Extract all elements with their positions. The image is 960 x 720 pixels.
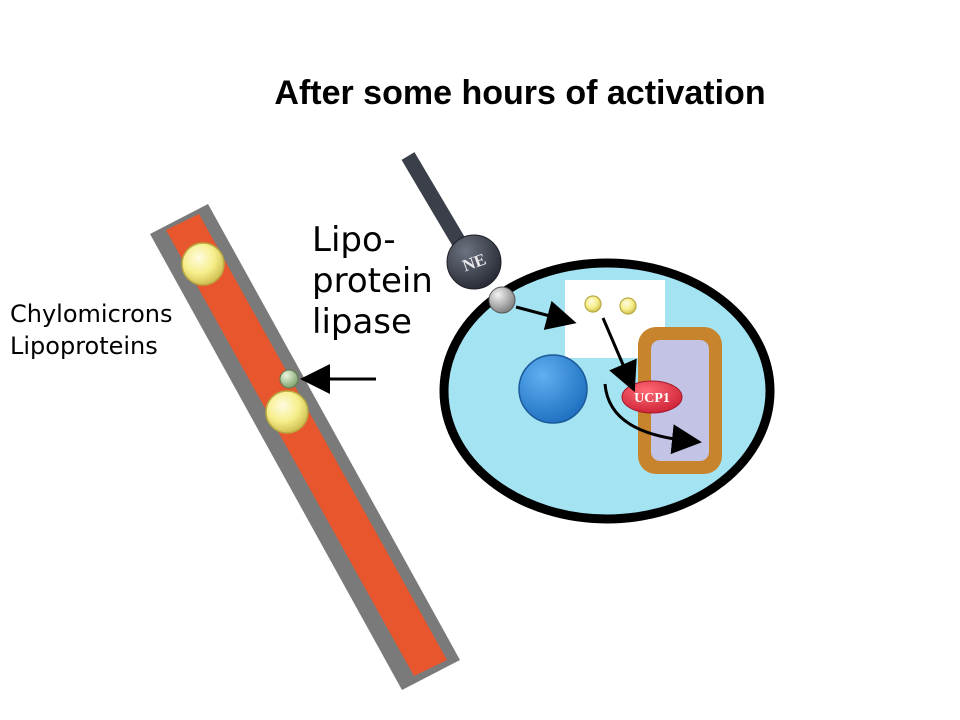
ne-stalk bbox=[401, 152, 473, 258]
ne-head bbox=[446, 234, 502, 290]
lpl-line-1: Lipo- bbox=[312, 220, 396, 260]
ne-receptor: NE bbox=[401, 152, 516, 314]
slide-title: After some hours of activation bbox=[274, 74, 766, 112]
chylomicron-particle bbox=[181, 242, 225, 286]
lipoprotein-lipase-dot bbox=[279, 369, 299, 389]
ne-to-droplet-arrow bbox=[515, 300, 577, 330]
particles-label: Chylomicrons Lipoproteins bbox=[10, 298, 173, 363]
droplet-to-ucp1-arrow bbox=[601, 317, 637, 393]
vessel-lumen bbox=[166, 214, 447, 676]
lipoprotein-particle bbox=[265, 390, 309, 434]
chylomicrons-label: Chylomicrons bbox=[10, 300, 173, 328]
ucp1-label: UCP1 bbox=[634, 391, 670, 406]
lipoproteins-label: Lipoproteins bbox=[10, 332, 158, 361]
lpl-line-3: lipase bbox=[312, 301, 412, 342]
ucp1-protein bbox=[621, 380, 683, 414]
fatty-acid-to-mito-arrow bbox=[603, 383, 702, 455]
lipid-droplet bbox=[584, 295, 602, 313]
receptor-ball bbox=[488, 286, 516, 314]
nucleus bbox=[518, 354, 588, 424]
lipoprotein-lipase-label: Lipo- protein lipase bbox=[312, 220, 433, 342]
blood-vessel bbox=[150, 204, 460, 690]
lpl-line-2: protein bbox=[312, 260, 433, 301]
lipid-droplet bbox=[619, 297, 637, 315]
